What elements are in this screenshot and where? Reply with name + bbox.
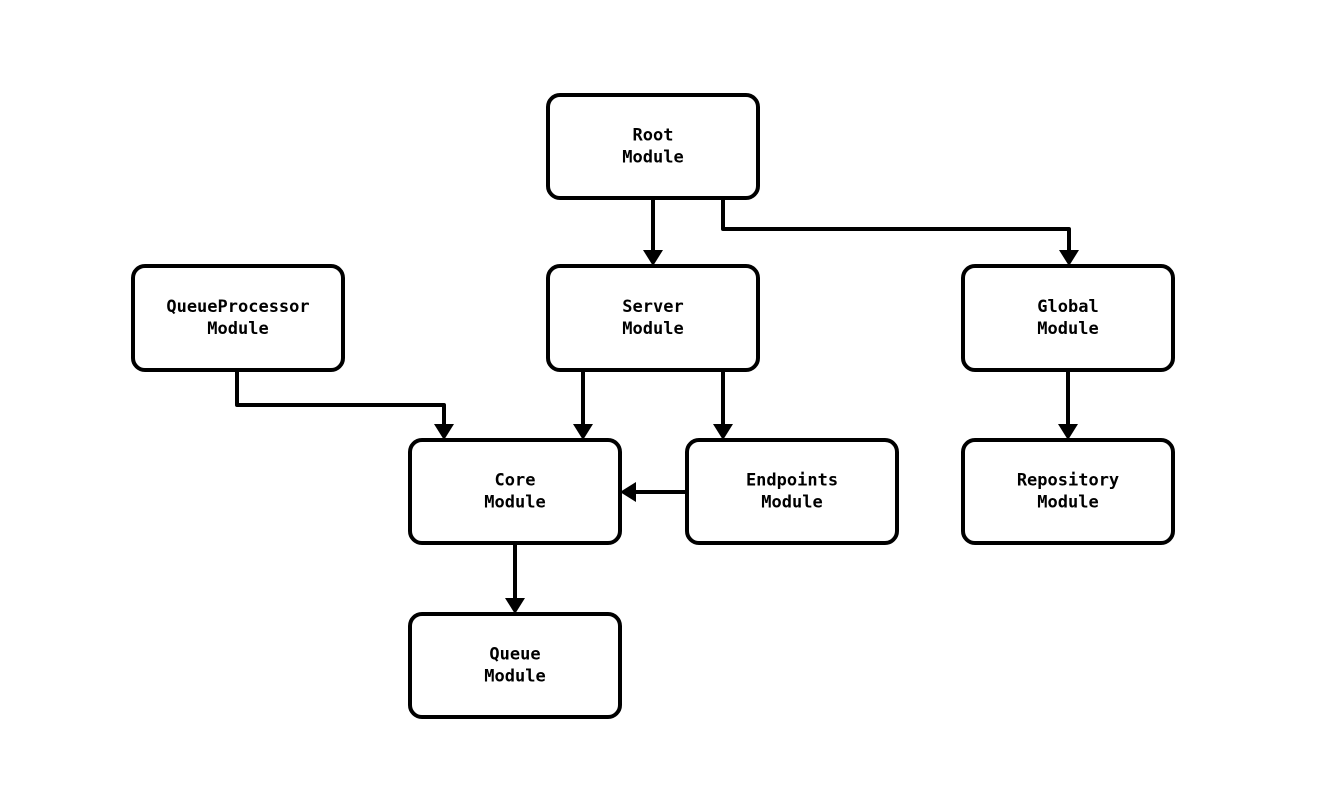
node-label-line2-server: Module: [622, 319, 683, 339]
edge-line: [235, 370, 446, 424]
node-label-line2-core: Module: [484, 493, 545, 513]
node-label-line2-queue: Module: [484, 667, 545, 687]
node-label-line2-queueprocessor: Module: [207, 319, 268, 339]
node-box-global[interactable]: [961, 264, 1175, 372]
arrowhead-icon: [505, 598, 525, 614]
node-label-line1-global: Global: [1037, 297, 1098, 317]
node-label-line2-global: Module: [1037, 319, 1098, 339]
arrowhead-icon: [643, 250, 663, 266]
arrowhead-icon: [1059, 250, 1079, 266]
node-box-queueprocessor[interactable]: [131, 264, 345, 372]
arrowhead-icon: [1058, 424, 1078, 440]
node-box-core[interactable]: [408, 438, 622, 545]
node-label-line1-core: Core: [495, 471, 536, 491]
edge-root-to-server: [643, 198, 663, 266]
node-label-line2-repository: Module: [1037, 493, 1098, 513]
node-box-root[interactable]: [546, 93, 760, 200]
edge-core-to-queue: [505, 543, 525, 614]
node-box-queue[interactable]: [408, 612, 622, 719]
arrowhead-icon: [620, 482, 636, 502]
edge-endpoints-to-core: [620, 482, 687, 502]
edge-line: [721, 198, 1071, 250]
node-box-endpoints[interactable]: [685, 438, 899, 545]
node-label-line1-server: Server: [622, 297, 683, 317]
nodes-layer: RootModuleQueueProcessorModuleServerModu…: [131, 93, 1175, 719]
arrowhead-icon: [713, 424, 733, 440]
node-label-line1-endpoints: Endpoints: [746, 471, 838, 491]
arrowhead-icon: [434, 424, 454, 440]
node-label-line1-root: Root: [633, 126, 674, 146]
edge-server-to-endpoints: [713, 370, 733, 440]
node-label-line2-root: Module: [622, 148, 683, 168]
edge-root-to-global: [721, 198, 1079, 266]
edge-global-to-repository: [1058, 370, 1078, 440]
arrowhead-icon: [573, 424, 593, 440]
edge-server-to-core: [573, 370, 593, 440]
node-label-line1-queue: Queue: [489, 645, 540, 665]
node-label-line1-queueprocessor: QueueProcessor: [166, 297, 309, 317]
node-label-line1-repository: Repository: [1017, 471, 1119, 491]
node-box-repository[interactable]: [961, 438, 1175, 545]
edges-layer: [235, 198, 1079, 614]
edge-queueprocessor-to-core: [235, 370, 454, 440]
node-box-server[interactable]: [546, 264, 760, 372]
node-label-line2-endpoints: Module: [761, 493, 822, 513]
